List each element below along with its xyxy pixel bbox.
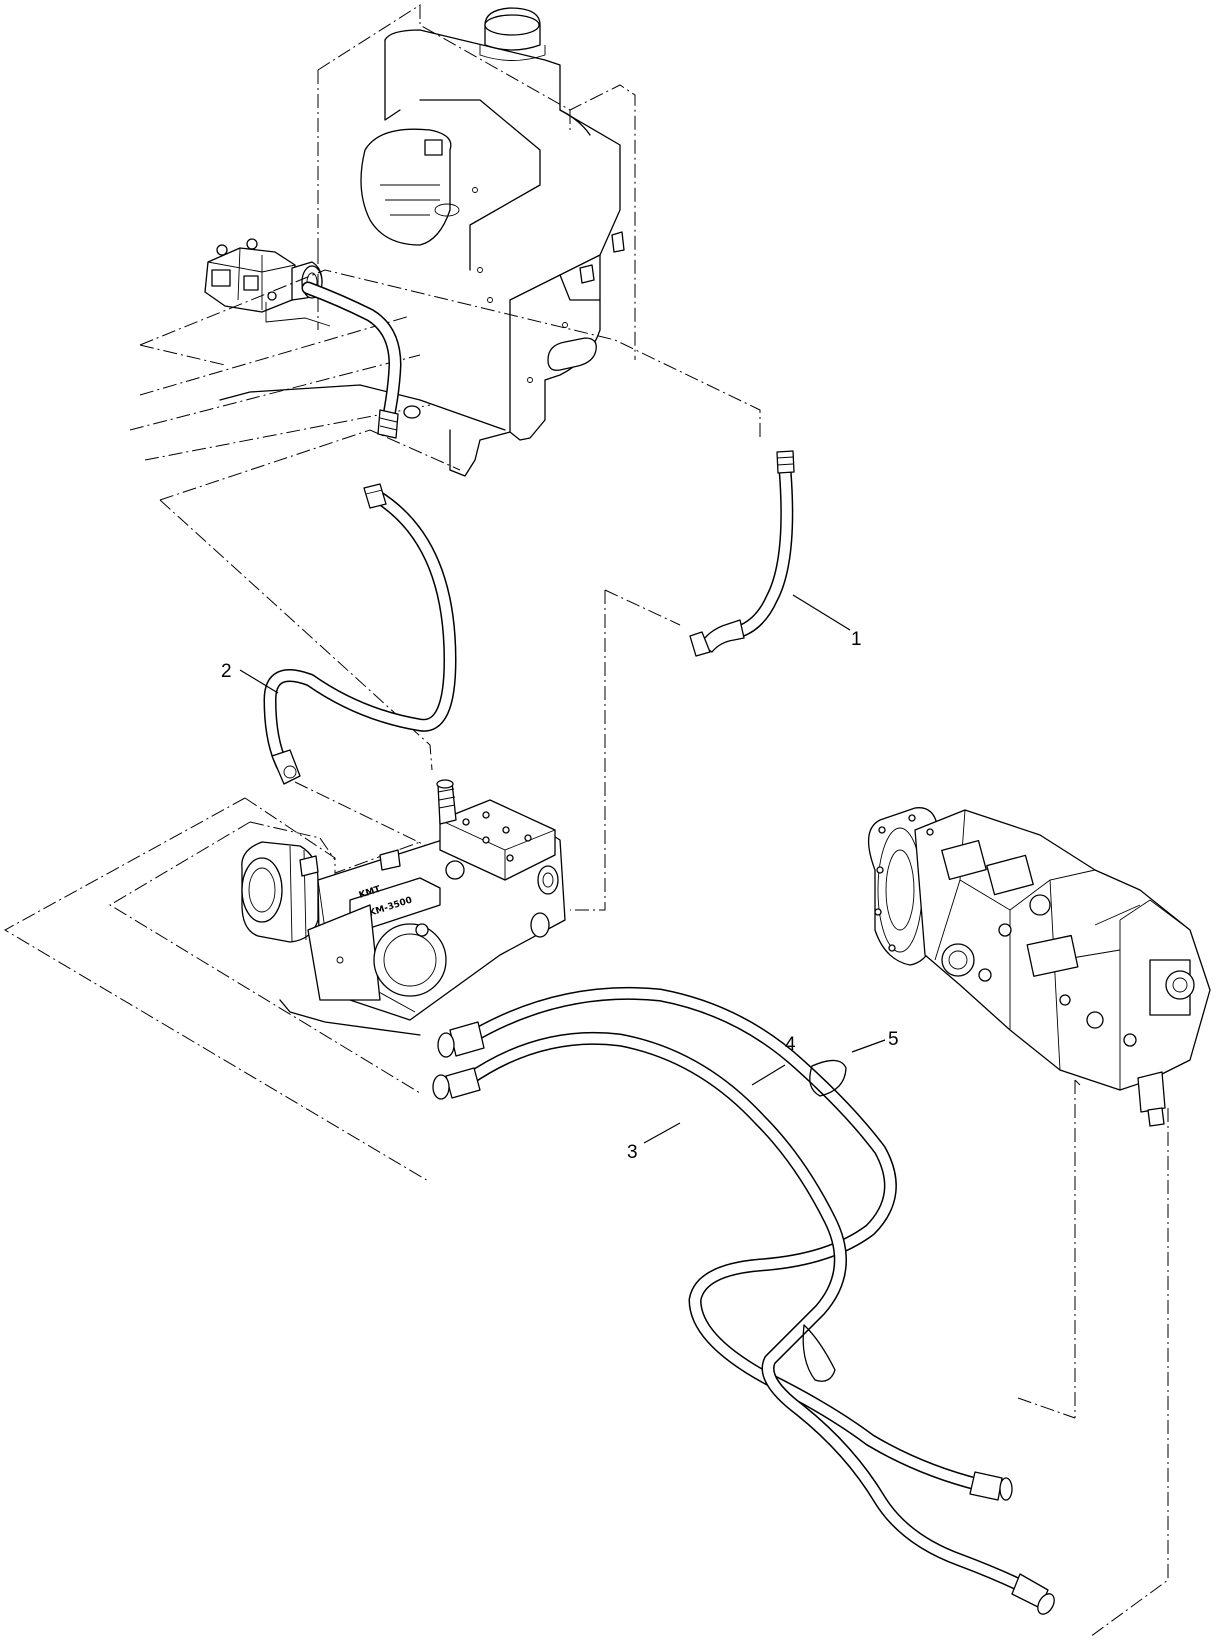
hose-1 — [689, 450, 795, 657]
intensifier-pump: KM-3500 KMT — [241, 779, 566, 1036]
hose-3 — [432, 1031, 1055, 1615]
assembly-dash-lines-right — [1017, 1079, 1169, 1638]
hose-2 — [263, 483, 457, 785]
callout-2: 2 — [221, 661, 232, 682]
callout-1: 1 — [851, 629, 862, 650]
callout-leaders — [239, 594, 886, 1144]
hose-4 — [437, 986, 1013, 1501]
tank-return-hose — [301, 281, 421, 439]
main-hydraulic-pump — [868, 807, 1211, 1127]
callout-5: 5 — [888, 1029, 899, 1050]
callout-4: 4 — [785, 1034, 796, 1055]
callout-3: 3 — [627, 1142, 638, 1163]
hydraulic-tank — [219, 4, 636, 477]
assembly-dash-lines-middle — [3, 781, 436, 1183]
cable-tie-5 — [802, 1059, 847, 1382]
